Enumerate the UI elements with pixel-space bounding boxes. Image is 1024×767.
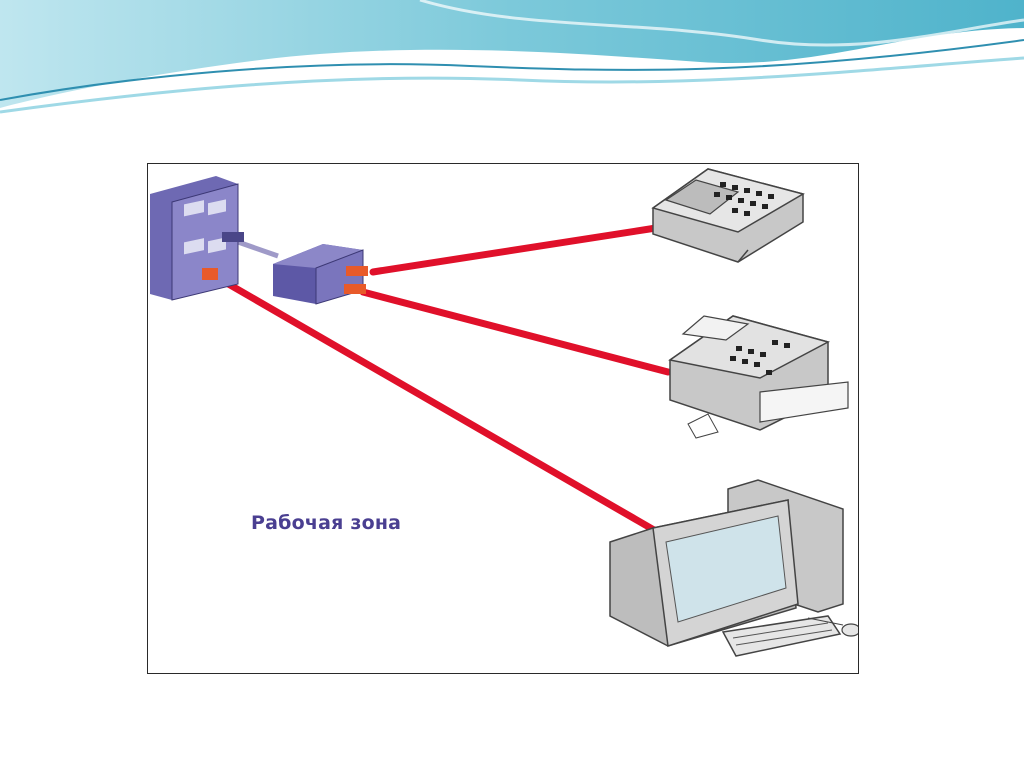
diagram-frame: Рабочая зона xyxy=(147,163,859,674)
zone-label: Рабочая зона xyxy=(251,512,402,534)
telephone-icon xyxy=(651,168,805,263)
cable-to-computer xyxy=(214,274,658,534)
wall-outlet-icon xyxy=(150,176,244,301)
cable-to-fax xyxy=(359,288,672,376)
cable-to-phone xyxy=(369,224,660,276)
patch-cord xyxy=(237,239,279,259)
computer-icon xyxy=(609,479,858,657)
fax-icon xyxy=(668,315,849,439)
diagram-canvas xyxy=(150,168,858,657)
splitter-icon xyxy=(273,244,368,305)
slide-header-decoration xyxy=(0,0,1024,114)
cables xyxy=(214,224,672,534)
